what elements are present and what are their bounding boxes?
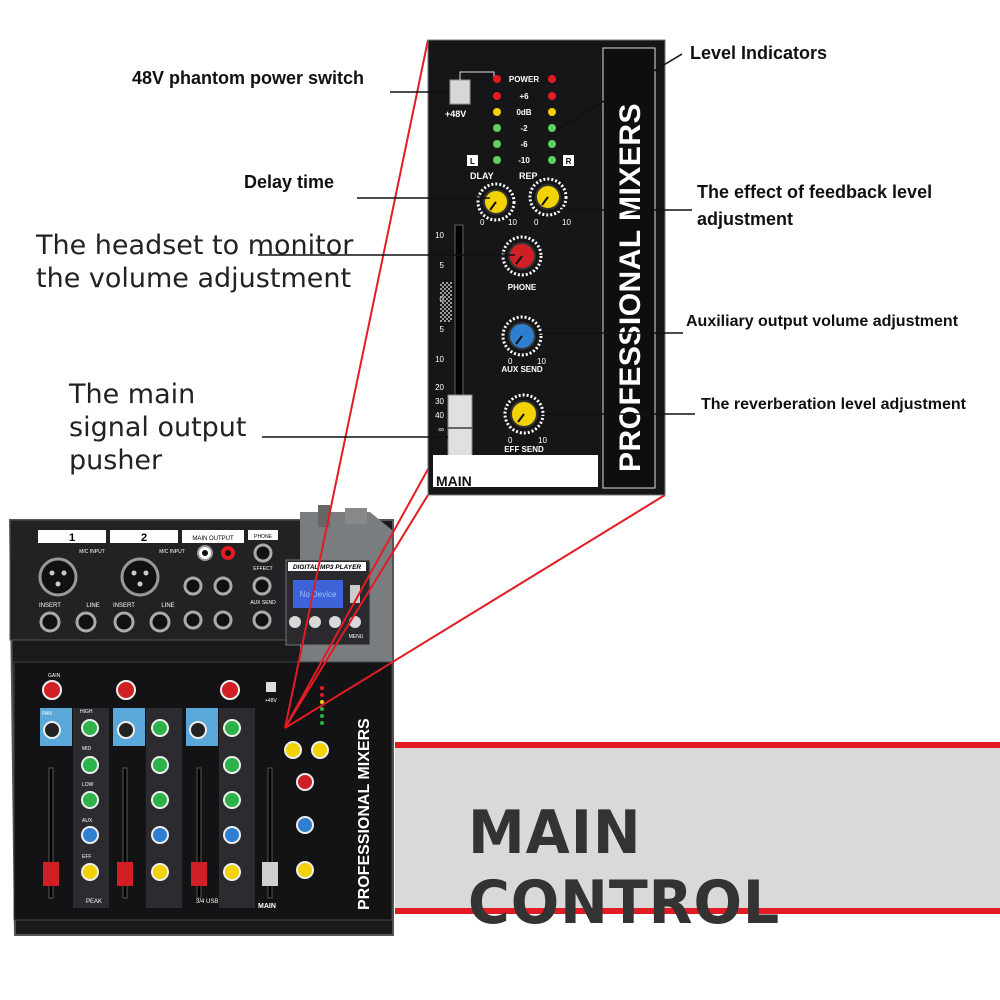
insert-label-1: INSERT <box>39 603 61 609</box>
meter-label-minus10: -10 <box>518 156 530 165</box>
mixer-main-label: MAIN <box>258 903 276 910</box>
rca-outputs[interactable] <box>197 545 235 561</box>
mid-label: MID <box>82 746 92 752</box>
repeat-feedback-knob[interactable] <box>528 177 568 217</box>
svg-text:20: 20 <box>435 383 444 392</box>
dlay-min: 0 <box>480 218 485 227</box>
channel-r-label: R <box>566 157 572 166</box>
meter-label-minus6: -6 <box>520 140 528 149</box>
delay-time-knob[interactable] <box>476 182 516 222</box>
player-menu-label: MENU <box>349 634 364 640</box>
svg-text:5: 5 <box>440 325 445 334</box>
svg-text:10: 10 <box>435 355 444 364</box>
xlr-input-1[interactable] <box>38 557 78 597</box>
mixer-master-section: +48V <box>265 682 329 879</box>
aux-knobs[interactable] <box>81 826 241 844</box>
phone-label: PHONE <box>508 283 537 292</box>
callout-aux-output: Auxiliary output volume adjustment <box>686 313 959 330</box>
mp3-player-label: DIGITAL MP3 PLAYER <box>293 564 362 571</box>
callout-main-pusher: The main signal output pusher <box>69 379 247 476</box>
gain-knobs[interactable] <box>42 680 240 700</box>
svg-text:30: 30 <box>435 397 444 406</box>
eff-knobs[interactable] <box>81 863 241 881</box>
main-fader-knob[interactable] <box>447 394 473 461</box>
eff-send-label: EFF SEND <box>504 445 544 454</box>
mixer-phone-label: PHONE <box>254 534 272 540</box>
svg-text:5: 5 <box>440 261 445 270</box>
dlay-max: 10 <box>508 218 517 227</box>
zoom-brand-vertical: PROFESSIONAL MIXERS <box>614 103 647 472</box>
line-label-2: LINE <box>161 603 174 609</box>
meter-label-0db: 0dB <box>516 108 531 117</box>
mixer-phantom-label: +48V <box>265 698 277 704</box>
high-label: HIGH <box>80 709 93 715</box>
callout-pointer-lines <box>258 53 695 438</box>
pan-label: PAN <box>42 711 52 717</box>
level-meter <box>493 75 556 164</box>
svg-text:∞: ∞ <box>438 425 444 434</box>
line-label-1: LINE <box>86 603 99 609</box>
usb-port[interactable] <box>350 585 360 603</box>
lcd-display <box>293 580 343 608</box>
insert-label-2: INSERT <box>113 603 135 609</box>
phone-volume-knob[interactable] <box>501 235 543 277</box>
low-label: LOW <box>82 782 94 788</box>
phantom-power-switch[interactable] <box>449 79 471 105</box>
phantom-label: +48V <box>445 109 466 119</box>
callout-delay-time: Delay time <box>244 172 335 192</box>
aux-send-jack-label: AUX SEND <box>250 600 276 606</box>
mic-input-label-1: MIC INPUT <box>79 549 105 555</box>
main-fader-label: MAIN <box>436 473 472 489</box>
channel-faders[interactable] <box>43 767 278 899</box>
eff-min: 0 <box>508 436 513 445</box>
callout-phantom-power: 48V phantom power switch <box>132 68 365 88</box>
jack-sockets[interactable] <box>39 543 273 633</box>
channel-l-label: L <box>470 157 475 166</box>
callout-feedback: The effect of feedback level adjustment <box>697 182 933 229</box>
lcd-display-text: No Device <box>300 590 337 599</box>
mic-input-label-2: MIC INPUT <box>159 549 185 555</box>
meter-label-power: POWER <box>509 75 539 84</box>
dlay-label: DLAY <box>470 171 494 181</box>
banner-title: MAIN CONTROL <box>468 798 781 938</box>
rep-min: 0 <box>534 218 539 227</box>
main-control-banner <box>395 742 1000 914</box>
callout-level-indicators: Level Indicators <box>690 43 828 63</box>
gain-label: GAIN <box>48 673 61 679</box>
eff-label: EFF <box>82 854 91 860</box>
eq-knobs[interactable] <box>81 719 241 809</box>
meter-label-minus2: -2 <box>520 124 528 133</box>
mixer-channel-1-label: 1 <box>69 532 75 544</box>
mixer-brand-vertical: PROFESSIONAL MIXERS <box>356 718 373 910</box>
peak-label: PEAK <box>86 899 102 905</box>
effect-jack-label: EFFECT <box>253 566 272 572</box>
aux-max: 10 <box>537 357 546 366</box>
aux-label: AUX <box>82 818 93 824</box>
mixer-main-output-label: MAIN OUTPUT <box>192 536 234 542</box>
meter-label-plus6: +6 <box>519 92 529 101</box>
callout-headset: The headset to monitor the volume adjust… <box>36 230 354 294</box>
ch34-label: 3/4 USB <box>196 899 218 905</box>
rep-max: 10 <box>562 218 571 227</box>
xlr-input-2[interactable] <box>120 557 160 597</box>
mixer-channel-2-label: 2 <box>141 532 147 544</box>
eff-max: 10 <box>538 436 547 445</box>
callout-reverb: The reverberation level adjustment <box>701 396 966 413</box>
svg-text:40: 40 <box>435 411 444 420</box>
svg-text:10: 10 <box>435 231 444 240</box>
aux-send-knob[interactable] <box>501 315 543 357</box>
aux-send-label: AUX SEND <box>501 365 543 374</box>
rep-label: REP <box>519 171 538 181</box>
pan-knobs[interactable] <box>43 721 207 739</box>
aux-min: 0 <box>508 357 513 366</box>
